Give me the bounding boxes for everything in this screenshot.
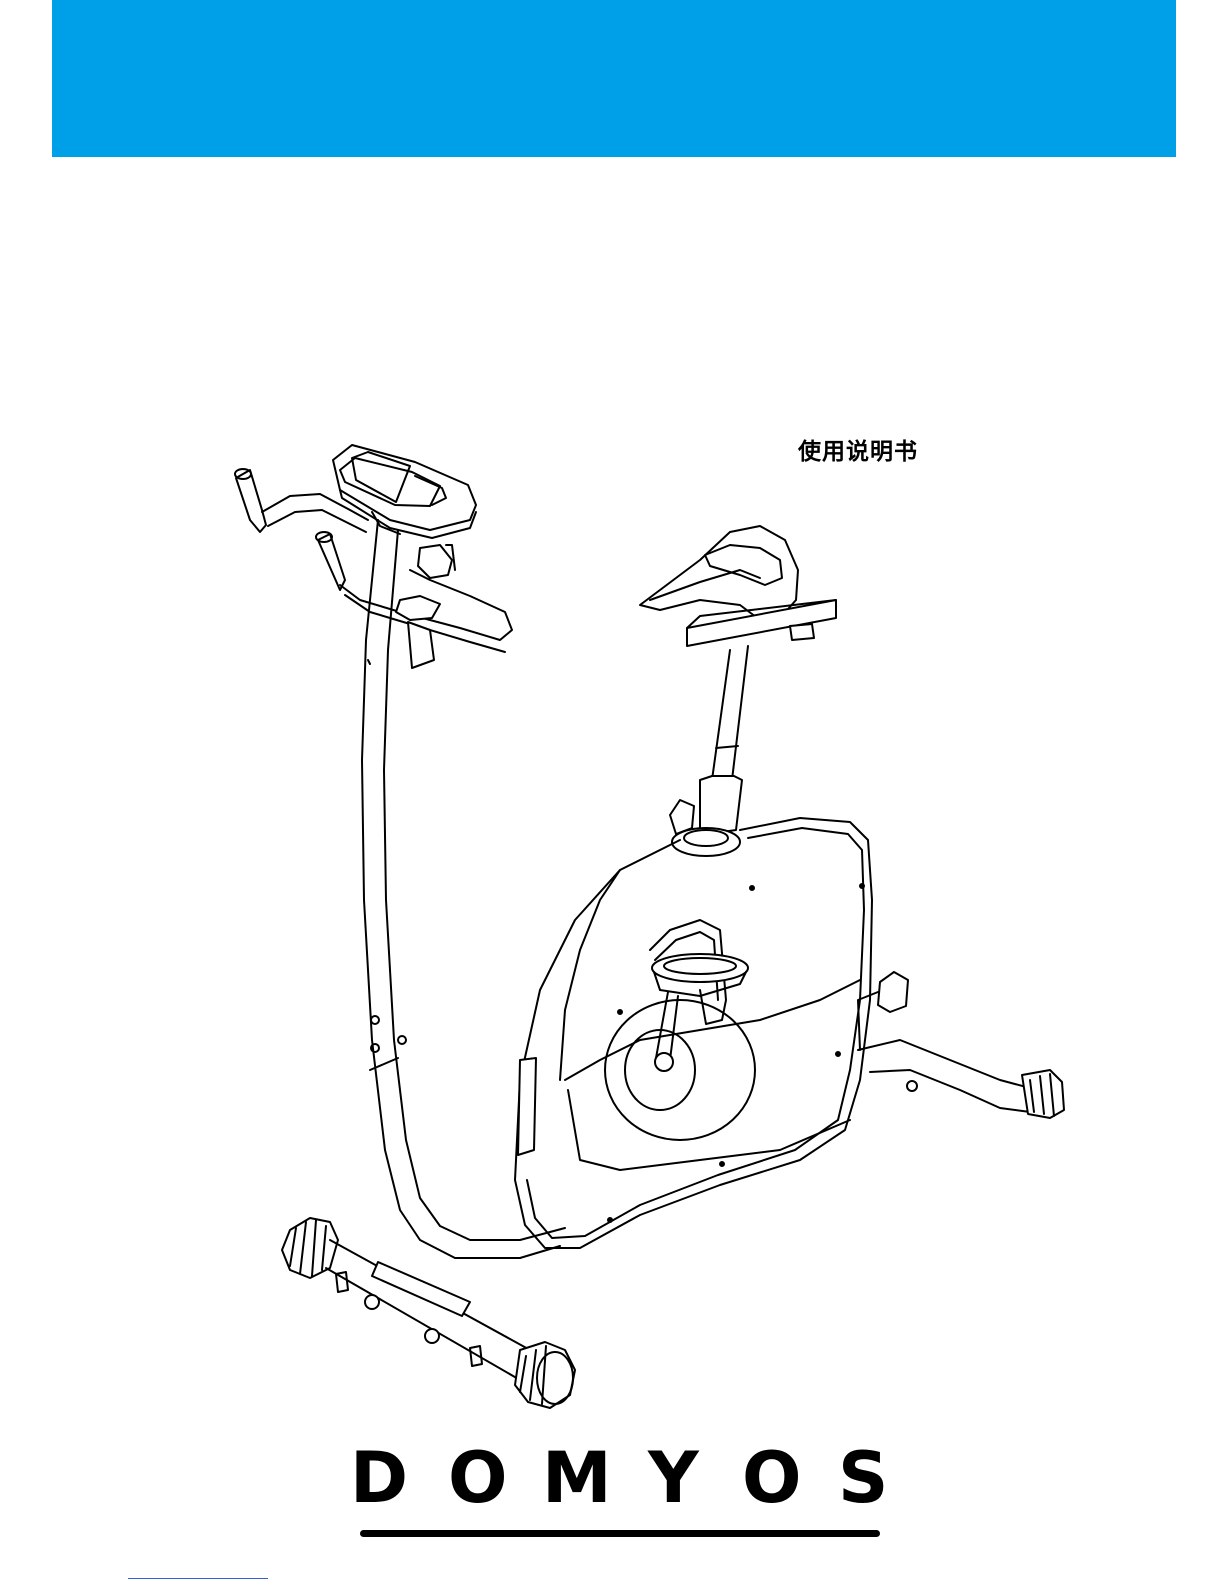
front-stabilizer-icon bbox=[282, 1218, 575, 1408]
logo-letter-m: M bbox=[542, 1437, 612, 1519]
logo-letter-d: D bbox=[350, 1437, 408, 1519]
pedal-icon bbox=[650, 920, 748, 1071]
logo-letter-s: S bbox=[838, 1437, 888, 1519]
rear-stabilizer-icon bbox=[858, 972, 1064, 1118]
seat-post-icon bbox=[670, 646, 748, 856]
logo-letter-o2: O bbox=[742, 1437, 802, 1519]
logo-underline bbox=[360, 1530, 880, 1537]
logo-letter-y: Y bbox=[647, 1437, 700, 1519]
saddle-icon bbox=[640, 526, 836, 646]
domyos-logo: D O M Y O S bbox=[0, 1426, 1225, 1526]
footer-link-underline bbox=[128, 1578, 268, 1579]
flywheel-housing-icon bbox=[515, 818, 872, 1248]
console-icon bbox=[333, 445, 476, 538]
logo-letter-o: O bbox=[448, 1437, 508, 1519]
